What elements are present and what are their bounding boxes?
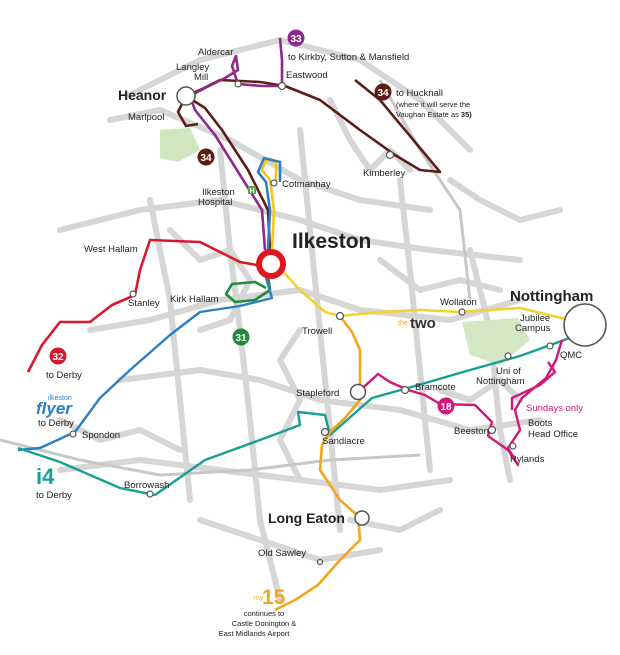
route-18-badge xyxy=(437,397,455,415)
label-uni-1: Uni of xyxy=(496,366,521,377)
route-31-badge xyxy=(232,328,250,346)
route-15-note-1: continues to xyxy=(244,609,284,618)
route-15-line xyxy=(274,315,362,612)
nottingham-node xyxy=(563,303,607,347)
label-ilkeston: Ilkeston xyxy=(292,230,371,253)
route-32-note: to Derby xyxy=(46,370,82,381)
long-eaton-node xyxy=(354,510,370,526)
label-heanor: Heanor xyxy=(118,87,167,103)
route-two-line xyxy=(277,265,579,324)
label-stapleford: Stapleford xyxy=(296,388,339,399)
hospital-icon-glyph: H xyxy=(249,188,254,195)
label-bramcote: Bramcote xyxy=(415,382,456,393)
route-33-line xyxy=(188,37,284,251)
label-rylands: Rylands xyxy=(510,454,545,465)
route-34-note: to Hucknall xyxy=(396,88,443,99)
hospital-icon xyxy=(248,186,256,194)
route-15-note-3: East Midlands Airport xyxy=(219,629,291,638)
park-wollaton xyxy=(462,318,530,365)
place-labels: Aldercar Langley Mill Eastwood Heanor Ma… xyxy=(82,47,593,559)
i4-note: to Derby xyxy=(36,490,72,501)
route-33-note: to Kirkby, Sutton & Mansfield xyxy=(288,52,409,63)
label-boots-2: Head Office xyxy=(528,429,578,440)
label-mill: Mill xyxy=(194,72,208,83)
route-34-note-3: Vaughan Estate as 35) xyxy=(396,110,472,119)
label-jubilee-2: Campus xyxy=(515,323,551,334)
route-34-line xyxy=(184,78,442,251)
route-34-note-3-bold: 35) xyxy=(461,110,472,119)
route-31-badge-label: 31 xyxy=(235,333,247,344)
route-32-badge-label: 32 xyxy=(52,352,64,363)
route-i4-line xyxy=(17,333,579,497)
route-32-badge xyxy=(49,347,67,365)
label-qmc: QMC xyxy=(560,350,582,361)
label-cotmanhay: Cotmanhay xyxy=(282,179,331,190)
label-stanley: Stanley xyxy=(128,298,160,309)
label-ilkeston-hospital-2: Hospital xyxy=(198,197,232,208)
label-marlpool: Marlpool xyxy=(128,112,164,123)
motorway xyxy=(0,79,472,477)
label-trowell: Trowell xyxy=(302,326,332,337)
park-marlpool xyxy=(160,128,200,162)
route-18-badge-label: 18 xyxy=(440,402,452,413)
route-34-badge-2-label: 34 xyxy=(200,153,212,164)
route-flyer-line xyxy=(17,277,274,452)
route-15-brand-small: my xyxy=(254,595,264,602)
two-brand: two xyxy=(410,315,436,332)
label-long-eaton: Long Eaton xyxy=(268,510,345,526)
sundays-only-label: Sundays only xyxy=(526,403,583,414)
label-spondon: Spondon xyxy=(82,430,120,441)
label-kimberley: Kimberley xyxy=(363,168,405,179)
route-34-note-2: (where it will serve the xyxy=(396,100,470,109)
ilkeston-hub xyxy=(256,249,286,279)
label-jubilee-1: Jubilee xyxy=(520,313,550,324)
label-ilkeston-hospital-1: Ilkeston xyxy=(202,187,235,198)
label-sandiacre: Sandiacre xyxy=(322,436,365,447)
route-15-note-2: Castle Donington & xyxy=(232,619,297,628)
label-boots-1: Boots xyxy=(528,418,553,429)
route-34-badge-label: 34 xyxy=(377,88,389,99)
stop-markers xyxy=(69,80,554,566)
route-15-brand: 15 xyxy=(262,586,286,609)
route-31-line xyxy=(224,275,272,304)
stapleford-node xyxy=(349,383,367,401)
two-brand-small: the xyxy=(398,320,408,327)
flyer-brand-small: ilkeston xyxy=(48,395,72,402)
route-33-badge-label: 33 xyxy=(290,34,302,45)
label-wollaton: Wollaton xyxy=(440,297,477,308)
flyer-brand: flyer xyxy=(36,399,73,418)
label-beeston: Beeston xyxy=(454,426,489,437)
label-old-sawley: Old Sawley xyxy=(258,548,306,559)
heanor-node xyxy=(176,86,196,106)
flyer-note: to Derby xyxy=(38,418,74,429)
label-aldercar: Aldercar xyxy=(198,47,233,58)
label-eastwood: Eastwood xyxy=(286,70,328,81)
label-nottingham: Nottingham xyxy=(510,288,593,305)
route-34-badge xyxy=(374,83,392,101)
label-uni-2: Nottingham xyxy=(476,376,525,387)
route-cotmanhay-blue xyxy=(256,156,282,251)
label-langley: Langley xyxy=(176,62,210,73)
route-34-badge-2 xyxy=(197,148,215,166)
route-34-note-3-text: Vaughan Estate as xyxy=(396,110,459,119)
label-kirk-hallam: Kirk Hallam xyxy=(170,294,219,305)
route-33-badge xyxy=(287,29,305,47)
route-18-sunday xyxy=(510,361,557,410)
label-west-hallam: West Hallam xyxy=(84,244,138,255)
i4-brand: i4 xyxy=(36,464,55,489)
label-borrowash: Borrowash xyxy=(124,480,169,491)
